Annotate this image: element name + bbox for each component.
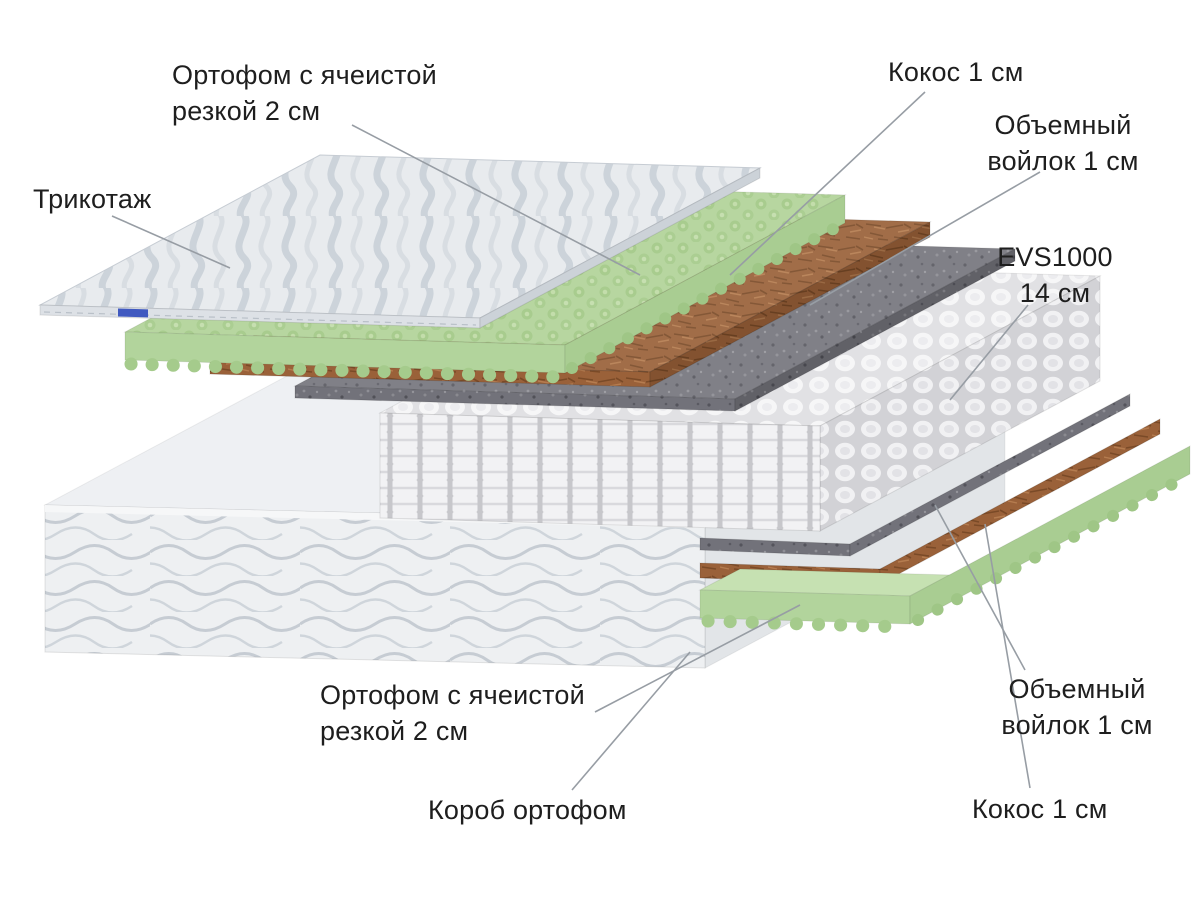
label-coco-top: Кокос 1 см — [888, 57, 1024, 87]
leader-line-springs — [949, 304, 1029, 401]
label-ortho-bottom: Ортофом с ячеистой резкой 2 см — [320, 680, 585, 746]
leader-line-trikotazh — [111, 215, 231, 269]
label-box: Короб ортофом — [428, 795, 627, 825]
leader-line-felt-top — [809, 171, 1041, 306]
leader-line-box — [571, 651, 691, 791]
label-trikotazh: Трикотаж — [33, 184, 152, 214]
layer-felt-bottom — [699, 393, 1131, 557]
layer-foam-bottom — [698, 445, 1191, 634]
label-coco-bottom: Кокос 1 см — [972, 794, 1108, 824]
leader-line-felt-bottom — [934, 504, 1026, 671]
leader-line-ortho-bottom — [594, 604, 801, 713]
leader-line-ortho-top — [351, 124, 641, 276]
label-felt-top: Объемный войлок 1 см — [987, 110, 1139, 176]
leader-line-coco-bottom — [984, 523, 1031, 789]
label-felt-bottom: Объемный войлок 1 см — [1001, 674, 1153, 740]
brand-tag — [118, 308, 148, 318]
label-ortho-top: Ортофом с ячеистой резкой 2 см — [172, 60, 437, 126]
leader-lines — [111, 91, 1041, 791]
label-springs: EVS1000 14 см — [997, 242, 1113, 308]
layer-cover — [38, 154, 762, 329]
leader-line-coco-top — [729, 91, 926, 276]
